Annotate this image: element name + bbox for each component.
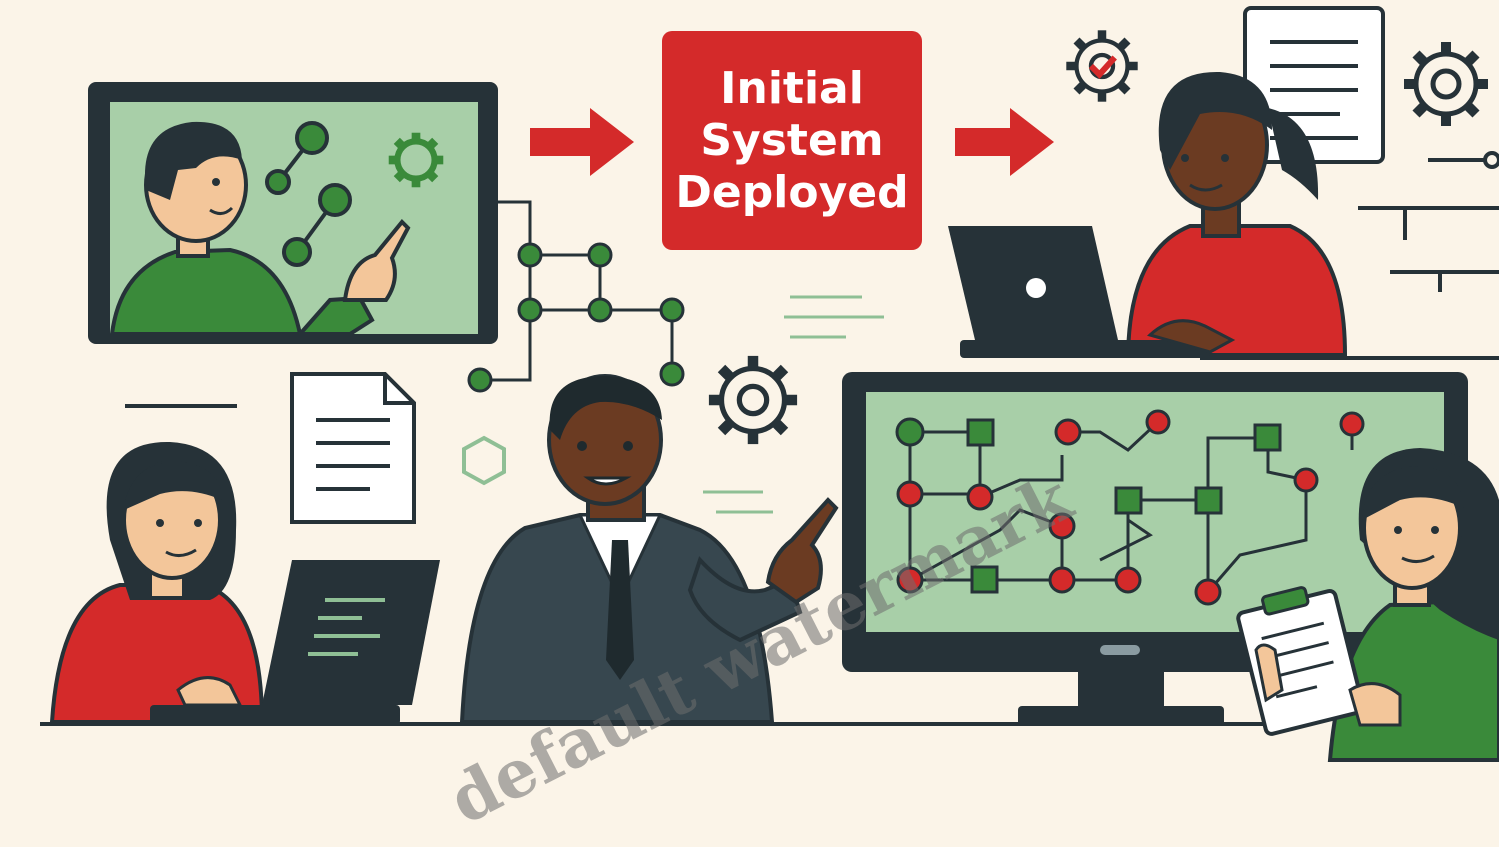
woman-with-laptop-top: [948, 71, 1348, 358]
arrow-right-icon: [530, 108, 634, 176]
gear-icon: [709, 356, 797, 444]
businessman-pointing: [459, 374, 839, 724]
arrow-right-icon: [955, 108, 1054, 176]
man-on-screen: [109, 121, 411, 336]
gear-icon: [1404, 42, 1488, 126]
illustration-scene: Initial System Deployed default watermar…: [40, 6, 1499, 839]
circuit-connector: [480, 200, 674, 382]
hexagon-icon: [462, 435, 506, 486]
woman-with-laptop-bottom: [49, 441, 440, 725]
status-banner: Initial System Deployed: [662, 31, 922, 250]
woman-with-clipboard: [1236, 448, 1499, 762]
scene-artwork: [40, 6, 1499, 762]
green-gear-icon: [388, 132, 444, 188]
top-left-monitor: [88, 82, 498, 344]
banner-text: Initial System Deployed: [675, 62, 909, 218]
check-gear-icon: [1066, 30, 1137, 101]
document-icon: [290, 372, 416, 524]
